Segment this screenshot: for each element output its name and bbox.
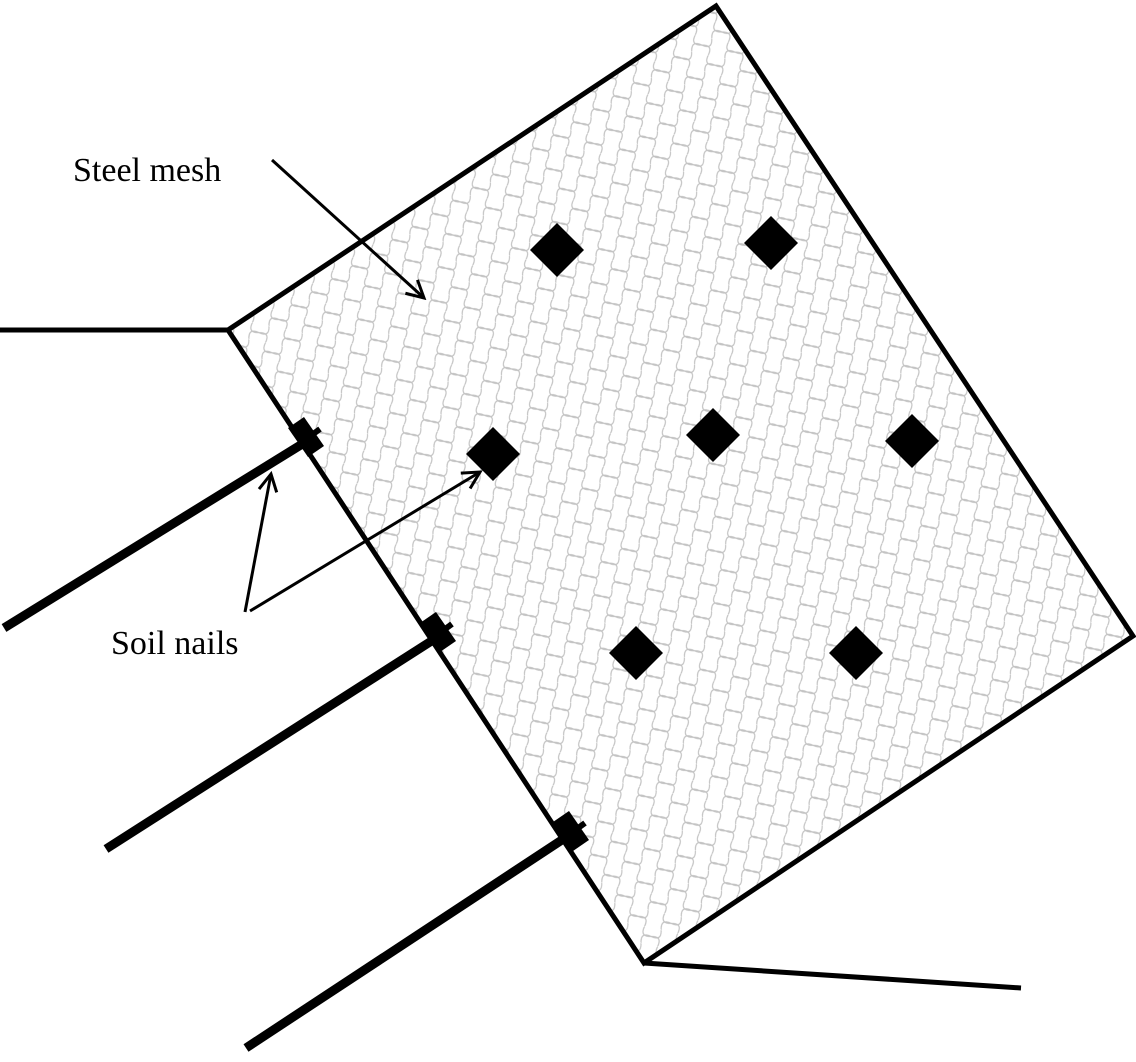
soil-nail-side-3: [243, 826, 580, 1052]
soil-nail-head-6: [609, 626, 663, 680]
ground-surface-bottom: [643, 960, 1022, 991]
soil-nail-side-1: [1, 434, 315, 632]
soil-nail-head-7: [829, 626, 883, 680]
soil-nail-head-5: [885, 414, 939, 468]
soil-nail-side-2: [103, 629, 447, 853]
nail-head-side-3: [553, 811, 589, 851]
steel-mesh-arrow: [270, 158, 424, 298]
steel-mesh-outline: [224, 2, 1136, 967]
soil-nails-arrow-left: [243, 474, 271, 613]
soil-nail-head-2: [744, 216, 798, 270]
soil-nails-arrow-right: [249, 472, 480, 613]
soil-nails-label: Soil nails: [111, 625, 239, 662]
nail-head-side-1: [288, 417, 324, 457]
nail-head-side-2: [420, 612, 456, 652]
soil-nail-head-4: [686, 408, 740, 462]
soil-nail-head-3: [466, 427, 520, 481]
steel-mesh-label: Steel mesh: [73, 152, 221, 189]
soil-nail-head-1: [530, 223, 584, 277]
